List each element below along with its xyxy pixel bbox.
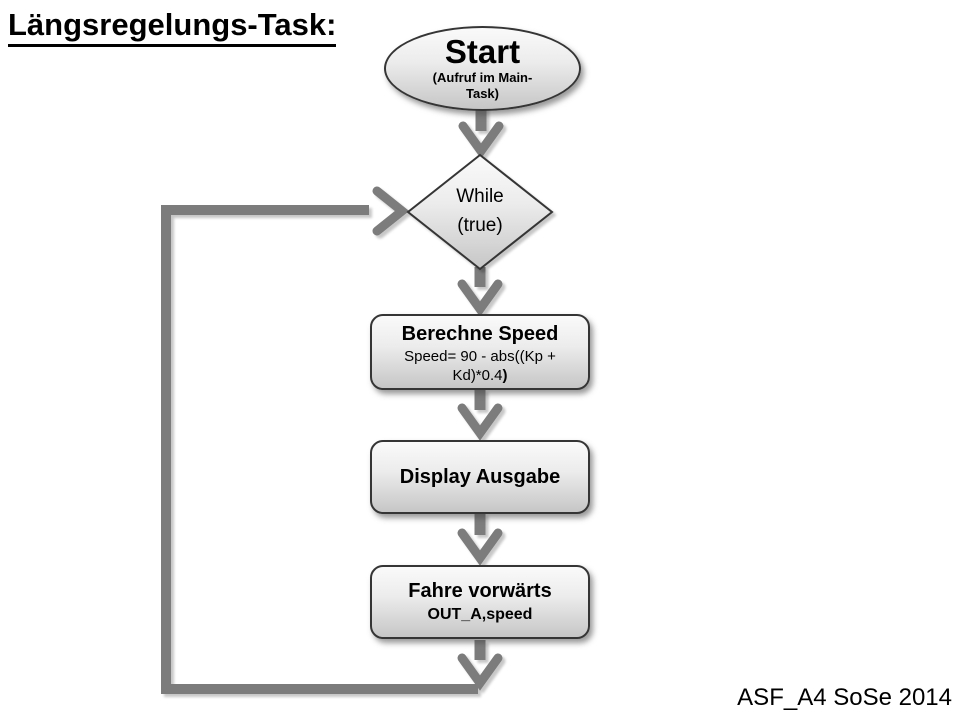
arrow-down-icon-berechne-to-display — [457, 389, 503, 441]
loop-back-arrow-icon — [161, 186, 478, 694]
arrow-down-icon-start-to-while — [458, 106, 504, 159]
while-decision-line1: While — [456, 186, 504, 207]
arrow-down-icon-fahre-to-loop — [457, 640, 503, 691]
process-node-display-ausgabe: Display Ausgabe — [370, 440, 590, 514]
while-decision-label: While (true) — [408, 183, 552, 240]
while-decision-diamond — [406, 153, 554, 271]
process-sublabel: OUT_A,speed — [427, 606, 533, 623]
process-sublabel: Speed= 90 - abs((Kp + Kd)*0.4) — [377, 348, 583, 386]
process-label: Berechne Speed — [401, 323, 559, 345]
while-decision-line2: (true) — [457, 214, 503, 236]
process-label: Display Ausgabe — [399, 465, 561, 488]
process-label: Fahre vorwärts — [408, 580, 552, 602]
start-label: Start — [444, 33, 521, 71]
formula-suffix: ) — [502, 366, 508, 384]
slide-footer: ASF_A4 SoSe 2014 — [737, 684, 952, 712]
arrow-down-icon-while-to-berechne — [457, 267, 503, 317]
start-sublabel: (Aufruf im Main-Task) — [432, 70, 533, 101]
start-node: Start (Aufruf im Main-Task) — [384, 26, 581, 111]
process-node-berechne-speed: Berechne Speed Speed= 90 - abs((Kp + Kd)… — [370, 314, 590, 390]
process-node-fahre-vorwaerts: Fahre vorwärts OUT_A,speed — [370, 565, 590, 639]
arrow-down-icon-display-to-fahre — [457, 513, 503, 566]
page-title: Längsregelungs-Task: — [8, 6, 337, 48]
formula-text: Speed= 90 - abs((Kp + Kd)*0.4 — [404, 348, 556, 384]
